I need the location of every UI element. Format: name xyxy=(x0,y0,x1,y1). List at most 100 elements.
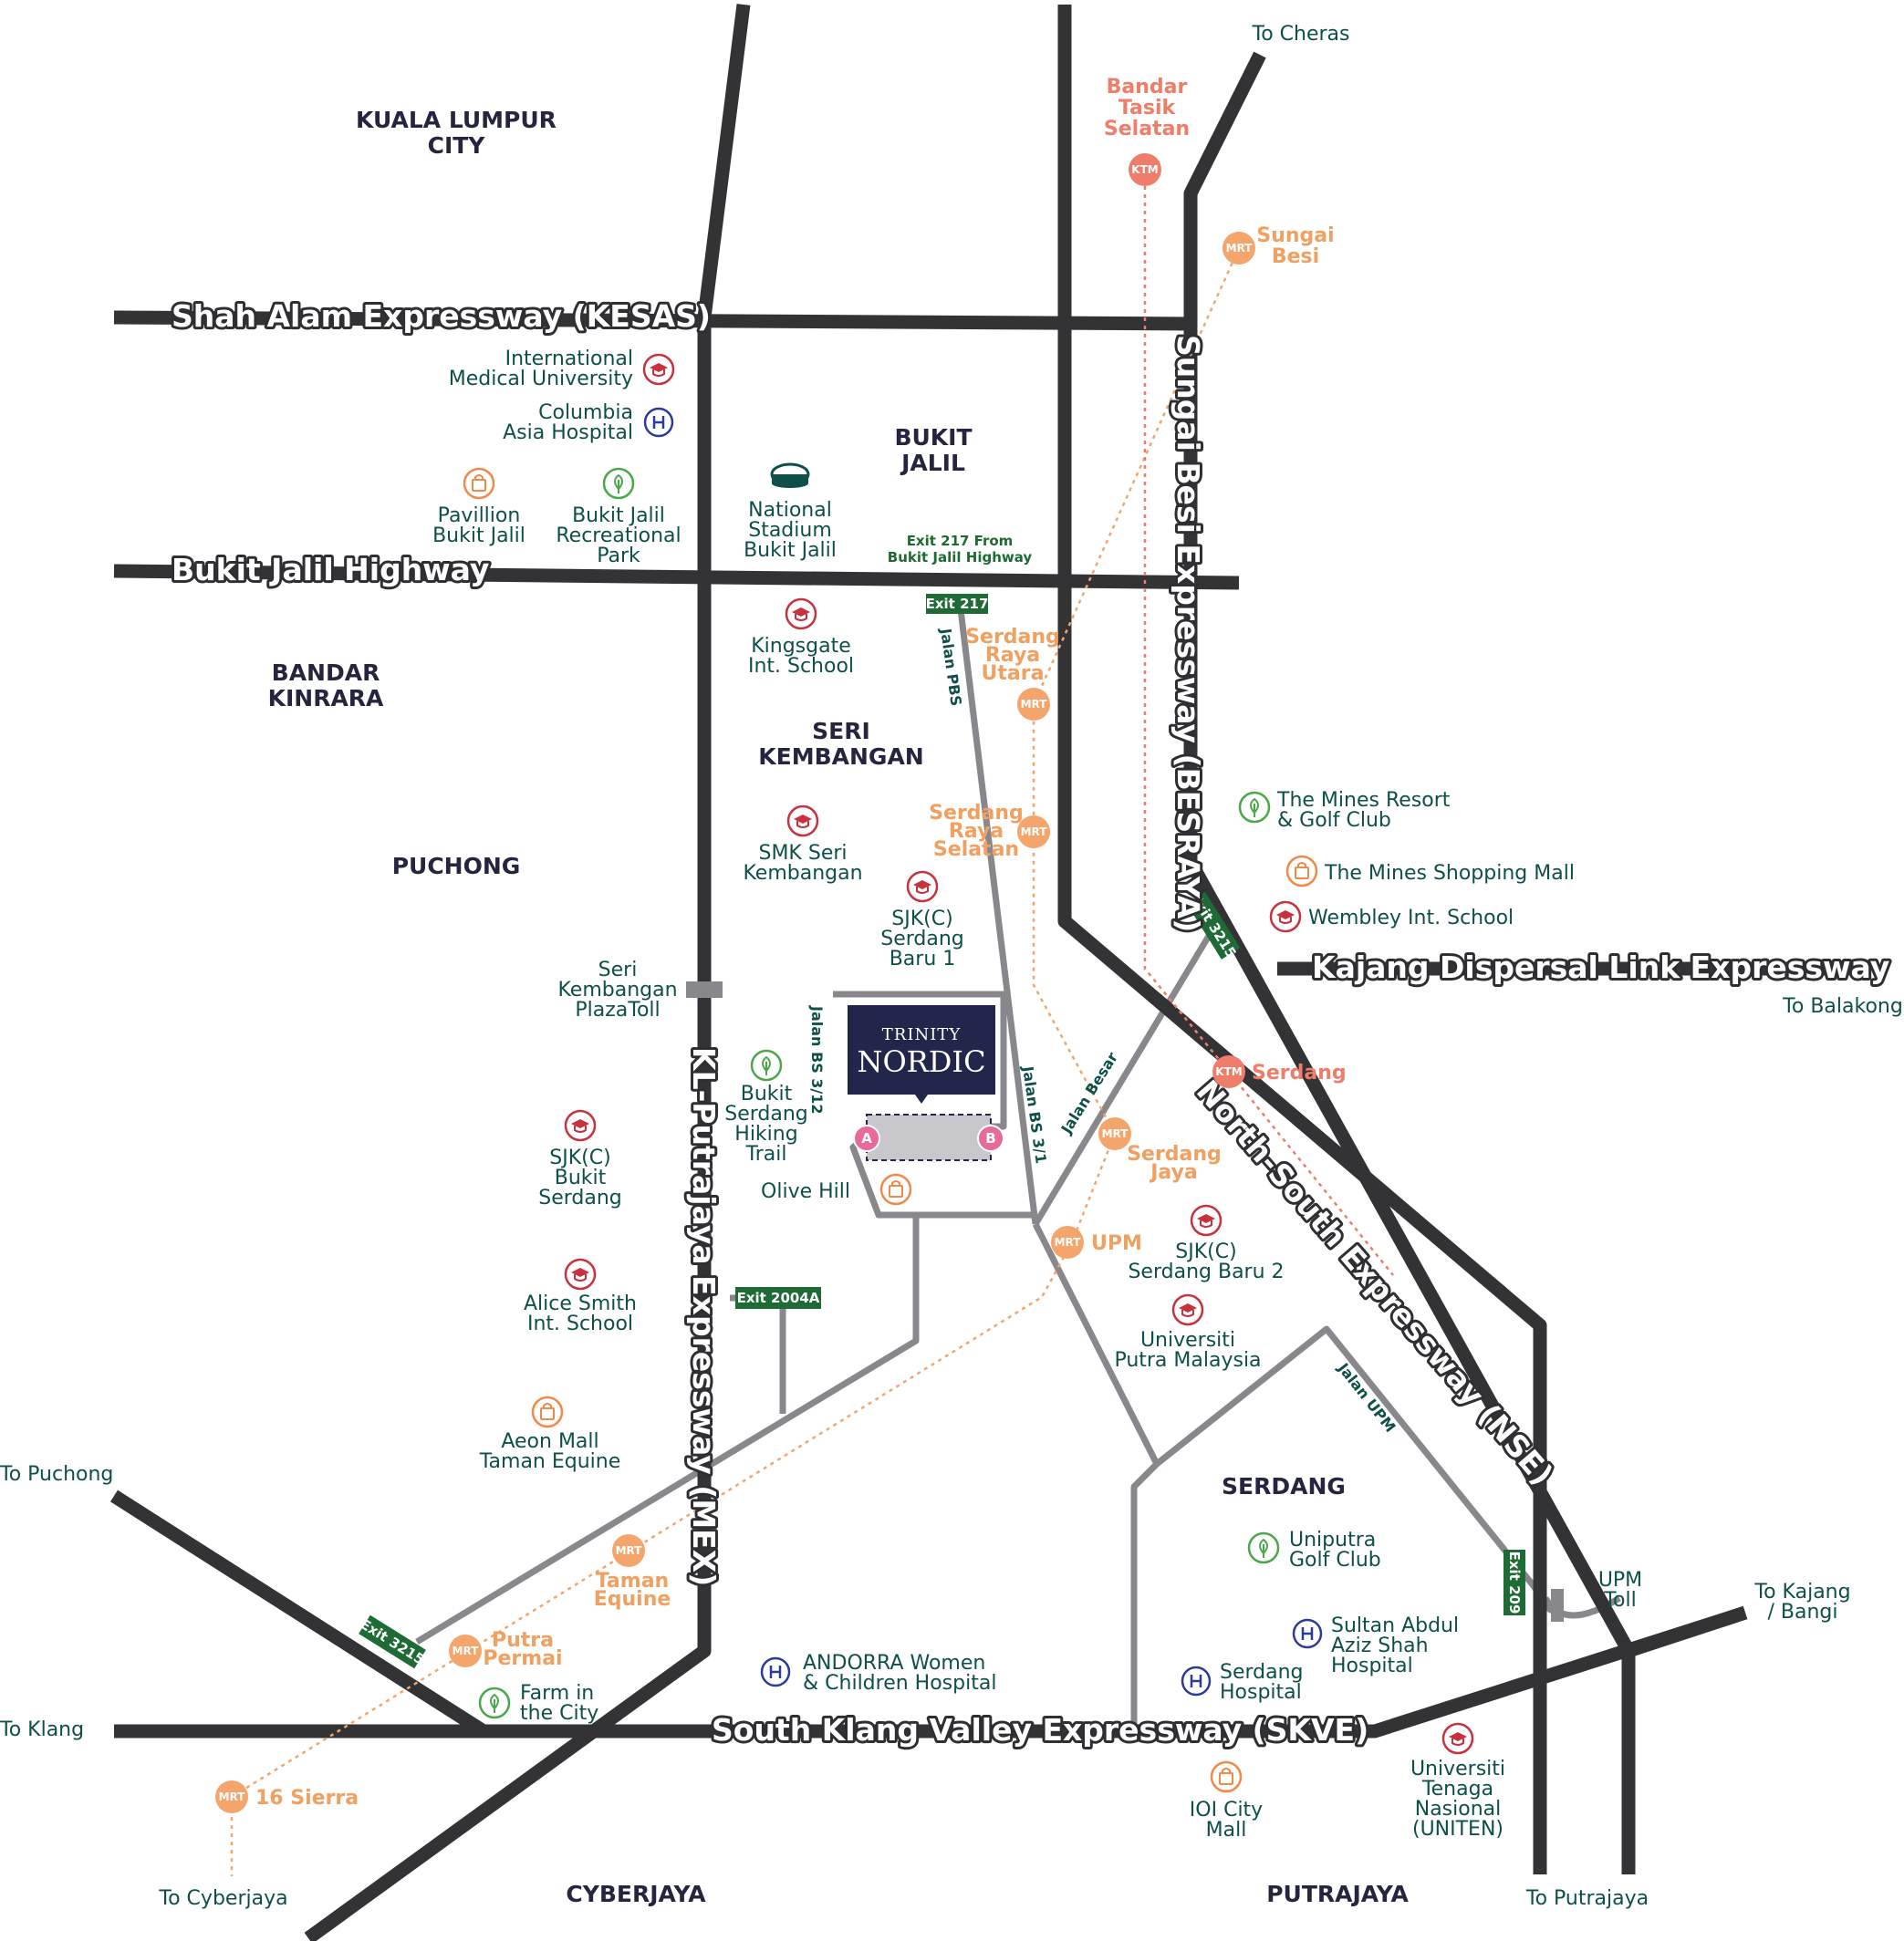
svg-text:Tenaga: Tenaga xyxy=(1421,1778,1493,1801)
svg-text:Jaya: Jaya xyxy=(1149,1161,1198,1184)
svg-text:Tasik: Tasik xyxy=(1118,97,1177,119)
mex-label: KL-Putrajaya Expressway (MEX) xyxy=(686,1047,722,1586)
poi-serdang-hospital: Serdang Hospital xyxy=(1181,1661,1304,1704)
area-putrajaya: PUTRAJAYA xyxy=(1266,1881,1409,1907)
svg-text:IOI City: IOI City xyxy=(1190,1799,1263,1822)
exit-3215-access-road xyxy=(415,1218,920,1645)
hospital-icon xyxy=(643,407,674,438)
poi-sjkc-serdang-baru-2: SJK(C) Serdang Baru 2 xyxy=(1128,1204,1285,1283)
svg-text:Hiking: Hiking xyxy=(734,1123,797,1146)
hospital-icon xyxy=(1181,1666,1212,1697)
kesas-label: Shah Alam Expressway (KESAS) xyxy=(172,298,711,334)
svg-text:MRT: MRT xyxy=(1102,1127,1129,1140)
svg-text:& Golf Club: & Golf Club xyxy=(1277,809,1391,832)
svg-text:Selatan: Selatan xyxy=(1104,118,1190,140)
school-icon xyxy=(642,353,675,386)
poi-kingsgate: Kingsgate Int. School xyxy=(748,597,854,678)
svg-text:Bandar: Bandar xyxy=(1107,76,1188,99)
school-icon xyxy=(1190,1204,1223,1237)
svg-text:Aziz Shah: Aziz Shah xyxy=(1331,1635,1429,1657)
svg-text:Olive Hill: Olive Hill xyxy=(761,1180,850,1203)
svg-text:Taman Equine: Taman Equine xyxy=(479,1450,621,1473)
svg-text:MRT: MRT xyxy=(453,1645,480,1657)
hospital-icon xyxy=(760,1656,791,1687)
svg-text:Hospital: Hospital xyxy=(1331,1655,1413,1677)
svg-text:Kembangan: Kembangan xyxy=(557,979,677,1002)
svg-text:Baru 1: Baru 1 xyxy=(890,948,956,970)
svg-text:Sultan Abdul: Sultan Abdul xyxy=(1331,1614,1459,1637)
poi-ioi-city-mall: IOI City Mall xyxy=(1190,1760,1263,1842)
svg-text:SMK Seri: SMK Seri xyxy=(758,842,847,865)
svg-text:MRT: MRT xyxy=(1226,242,1254,254)
to-klang-label: To Klang xyxy=(0,1718,84,1741)
svg-text:National: National xyxy=(748,499,832,522)
poi-sjkc-serdang-baru-1: SJK(C) Serdang Baru 1 xyxy=(880,870,964,970)
skve-road xyxy=(114,1605,1748,1739)
school-icon xyxy=(1441,1722,1474,1755)
svg-text:Trail: Trail xyxy=(745,1143,787,1166)
to-putrajaya-label: To Putrajaya xyxy=(1525,1887,1649,1910)
to-kajang-road xyxy=(1626,1605,1748,1658)
svg-text:UPM: UPM xyxy=(1091,1232,1142,1255)
svg-text:The Mines Shopping Mall: The Mines Shopping Mall xyxy=(1324,862,1575,885)
besraya-road xyxy=(1183,51,1636,1874)
mall-icon xyxy=(463,467,495,500)
svg-text:Serdang: Serdang xyxy=(929,802,1024,825)
svg-text:Hospital: Hospital xyxy=(1220,1681,1302,1704)
poi-wembley: Wembley Int. School xyxy=(1269,900,1514,933)
exit-217-note: Bukit Jalil Highway xyxy=(888,549,1033,566)
poi-mines-resort: The Mines Resort & Golf Club xyxy=(1238,789,1451,832)
ktm-station-serdang: KTM Serdang xyxy=(1212,1055,1347,1088)
exit-2004a-sign: Exit 2004A xyxy=(735,1287,821,1309)
to-cyberjaya-label: To Cyberjaya xyxy=(158,1887,287,1910)
svg-text:Bukit: Bukit xyxy=(741,1083,793,1105)
school-icon xyxy=(1171,1293,1204,1326)
upm-road xyxy=(1032,1222,1160,1466)
svg-text:Alice Smith: Alice Smith xyxy=(524,1292,637,1315)
svg-text:Universiti: Universiti xyxy=(1410,1758,1505,1780)
nse-road xyxy=(1057,5,1547,1874)
project-brand-box xyxy=(848,1005,995,1095)
poi-bukit-serdang-hiking: Bukit Serdang Hiking Trail xyxy=(724,1049,808,1166)
svg-text:Seri: Seri xyxy=(598,959,638,981)
svg-text:Golf Club: Golf Club xyxy=(1289,1549,1381,1572)
to-kajang-label: To Kajang xyxy=(1753,1581,1850,1604)
jalan-bs312-label: Jalan BS 3/12 xyxy=(808,1005,826,1115)
svg-text:ANDORRA Women: ANDORRA Women xyxy=(803,1652,985,1675)
jalan-upm-label: Jalan UPM xyxy=(1334,1359,1399,1436)
svg-text:Exit 217: Exit 217 xyxy=(926,596,989,612)
svg-text:Wembley Int. School: Wembley Int. School xyxy=(1308,907,1514,929)
poi-sjkc-bukit-serdang: SJK(C) Bukit Serdang xyxy=(538,1109,622,1209)
svg-text:the City: the City xyxy=(520,1702,598,1725)
project-site xyxy=(866,1114,992,1161)
svg-text:Exit 2004A: Exit 2004A xyxy=(737,1290,820,1306)
svg-text:& Children Hospital: & Children Hospital xyxy=(803,1672,996,1695)
svg-text:Bukit: Bukit xyxy=(555,1167,607,1189)
exit-217-note: Exit 217 From xyxy=(907,533,1014,549)
svg-text:MRT: MRT xyxy=(1021,698,1048,711)
area-bandar-kinrara: KINRARA xyxy=(268,685,384,711)
svg-text:Aeon Mall: Aeon Mall xyxy=(501,1430,598,1453)
svg-text:Equine: Equine xyxy=(594,1588,671,1611)
svg-text:KTM: KTM xyxy=(1215,1065,1242,1078)
area-bukit-jalil: BUKIT xyxy=(894,424,972,451)
svg-text:Mall: Mall xyxy=(1206,1819,1247,1842)
area-labels: KUALA LUMPUR CITY BUKIT JALIL BANDAR KIN… xyxy=(268,107,1410,1907)
mrt-station-serdang-raya-selatan: MRT Serdang Raya Selatan xyxy=(929,802,1050,861)
svg-text:B: B xyxy=(985,1130,995,1147)
school-icon xyxy=(564,1109,597,1142)
svg-text:Raya: Raya xyxy=(985,644,1040,667)
poi-national-stadium: National Stadium Bukit Jalil xyxy=(744,462,837,562)
svg-text:Asia Hospital: Asia Hospital xyxy=(503,421,633,444)
mrt-line xyxy=(230,247,1241,1876)
project-brand-line2: NORDIC xyxy=(857,1044,985,1079)
poi-seri-kembangan-toll: Seri Kembangan PlazaToll xyxy=(557,959,677,1022)
mrt-station-taman-equine: MRT Taman Equine xyxy=(594,1534,671,1611)
svg-text:Serdang: Serdang xyxy=(1252,1062,1347,1085)
svg-text:Sungai: Sungai xyxy=(1256,224,1334,247)
poi-uniten: Universiti Tenaga Nasional (UNITEN) xyxy=(1410,1722,1505,1841)
project-pointer xyxy=(915,1095,928,1104)
school-icon xyxy=(785,597,817,630)
mall-icon xyxy=(1210,1760,1243,1793)
